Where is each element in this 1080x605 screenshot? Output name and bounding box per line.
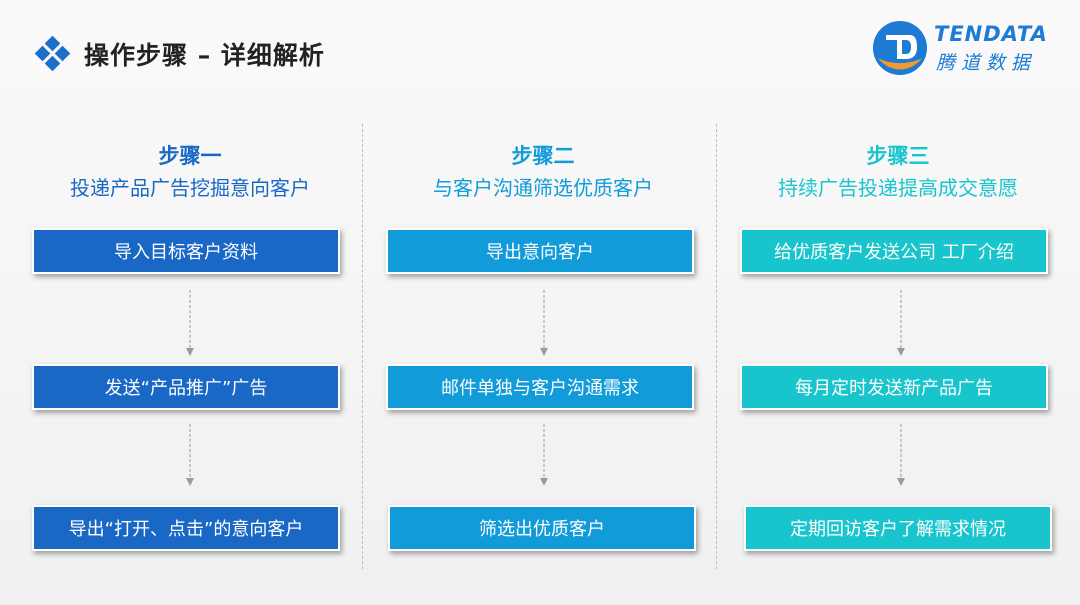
logo-text-en: TENDATA bbox=[934, 22, 1048, 46]
down-arrow-icon bbox=[540, 290, 548, 356]
step1-box-2: 发送“产品推广”广告 bbox=[32, 364, 340, 410]
down-arrow-icon bbox=[186, 290, 194, 356]
step-column-2: 步骤二 与客户沟通筛选优质客户 bbox=[388, 140, 698, 204]
step2-box-3: 筛选出优质客户 bbox=[388, 505, 696, 551]
step3-box-2: 每月定时发送新产品广告 bbox=[740, 364, 1048, 410]
logo-text-zh: 腾道数据 bbox=[936, 52, 1037, 74]
step2-box-1: 导出意向客户 bbox=[386, 228, 694, 274]
step3-box-3: 定期回访客户了解需求情况 bbox=[744, 505, 1052, 551]
down-arrow-icon bbox=[186, 424, 194, 486]
down-arrow-icon bbox=[897, 424, 905, 486]
step2-box-2: 邮件单独与客户沟通需求 bbox=[386, 364, 694, 410]
column-divider bbox=[362, 124, 363, 569]
brand-logo: TENDATA 腾道数据 bbox=[866, 16, 1056, 80]
step-label: 步骤二 bbox=[511, 144, 575, 168]
step-column-1: 步骤一 投递产品广告挖掘意向客户 bbox=[35, 140, 345, 204]
step-label: 步骤一 bbox=[158, 144, 222, 168]
step-column-3: 步骤三 持续广告投递提高成交意愿 bbox=[743, 140, 1053, 204]
step-subtitle: 持续广告投递提高成交意愿 bbox=[778, 176, 1018, 200]
page-title: 操作步骤 – 详细解析 bbox=[84, 41, 325, 70]
down-arrow-icon bbox=[897, 290, 905, 356]
title-area: 操作步骤 – 详细解析 bbox=[34, 35, 325, 72]
step-label: 步骤三 bbox=[866, 144, 930, 168]
step3-box-1: 给优质客户发送公司 工厂介绍 bbox=[740, 228, 1048, 274]
step-subtitle: 投递产品广告挖掘意向客户 bbox=[70, 176, 310, 200]
diamond-cluster-icon bbox=[34, 35, 71, 72]
column-divider bbox=[716, 124, 717, 569]
step1-box-3: 导出“打开、点击”的意向客户 bbox=[32, 505, 340, 551]
step-subtitle: 与客户沟通筛选优质客户 bbox=[433, 176, 653, 200]
down-arrow-icon bbox=[540, 424, 548, 486]
tendata-logo-icon bbox=[873, 21, 927, 75]
step1-box-1: 导入目标客户资料 bbox=[32, 228, 340, 274]
